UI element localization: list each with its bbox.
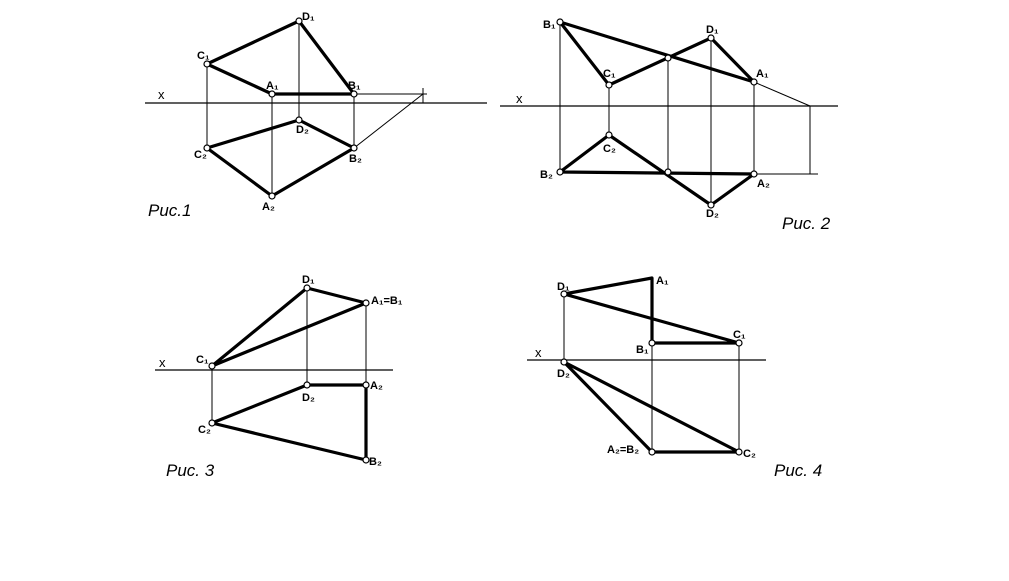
label-d2: D₂ — [302, 392, 315, 404]
x-axis-label: x — [158, 87, 165, 102]
point-d1 — [560, 290, 568, 298]
label-c2: C₂ — [743, 448, 756, 460]
caption: Рис. 3 — [166, 461, 215, 480]
point-d2 — [303, 381, 311, 389]
label-c1: C₁ — [197, 50, 210, 62]
point-d1 — [295, 17, 303, 25]
figure-2: x B₁ C₁ D₁ A₁ B₂ C₂ D₂ A₂ — [500, 18, 838, 233]
frontal-projection — [562, 276, 741, 345]
label-d2: D₂ — [557, 368, 570, 380]
point-a2 — [268, 192, 276, 200]
x-axis-label: x — [159, 355, 166, 370]
point-intersection-2 — [664, 168, 672, 176]
label-b2: B₂ — [349, 153, 362, 165]
frontal-projection — [558, 20, 756, 87]
point-b2 — [350, 144, 358, 152]
label-c1: C₁ — [603, 68, 616, 80]
projection-lines — [559, 22, 818, 205]
point-d2 — [295, 116, 303, 124]
label-c1: C₁ — [733, 329, 746, 341]
point-a1 — [268, 90, 276, 98]
point-b1 — [350, 90, 358, 98]
point-c1 — [203, 60, 211, 68]
label-b1: B₁ — [543, 19, 556, 31]
point-c1 — [208, 362, 216, 370]
point-d1 — [707, 34, 715, 42]
label-a1: A₁ — [656, 275, 669, 287]
point-b2 — [556, 168, 564, 176]
caption: Рис.1 — [148, 201, 191, 220]
label-d2: D₂ — [706, 208, 719, 220]
x-axis-label: x — [516, 91, 523, 106]
caption: Рис. 4 — [774, 461, 822, 480]
figure-1: x C₁ D₁ B₁ A₁ C₂ D₂ B₂ A₂ Ри — [145, 11, 487, 220]
point-a2 — [750, 170, 758, 178]
horizontal-projection — [205, 118, 356, 198]
label-b2: B₂ — [369, 456, 382, 468]
point-d2 — [560, 358, 568, 366]
caption: Рис. 2 — [782, 214, 831, 233]
label-c1: C₁ — [196, 354, 209, 366]
point-a1-b1 — [362, 299, 370, 307]
label-a1-b1: A₁=B₁ — [371, 295, 403, 307]
point-a2 — [362, 381, 370, 389]
label-c2: C₂ — [194, 149, 207, 161]
point-b1 — [556, 18, 564, 26]
projection-lines — [563, 294, 740, 452]
label-c2: C₂ — [603, 143, 616, 155]
label-d1: D₁ — [302, 11, 315, 23]
horizontal-projection — [562, 360, 741, 454]
label-a2: A₂ — [370, 380, 383, 392]
label-a1: A₁ — [756, 68, 769, 80]
point-d2 — [707, 201, 715, 209]
frontal-projection — [205, 19, 356, 96]
point-c1 — [735, 339, 743, 347]
point-d1 — [303, 284, 311, 292]
point-c1 — [605, 81, 613, 89]
frontal-projection — [210, 286, 368, 368]
label-d1: D₁ — [557, 281, 570, 293]
label-b1: B₁ — [348, 80, 361, 92]
projection-lines — [206, 21, 427, 196]
point-b1 — [648, 339, 656, 347]
horizontal-projection — [210, 383, 368, 462]
horizontal-projection — [558, 133, 756, 207]
label-a1: A₁ — [266, 80, 279, 92]
point-a1 — [750, 78, 758, 86]
point-intersection-1 — [664, 54, 672, 62]
point-a2-b2 — [648, 448, 656, 456]
figure-4: x D₁ A₁ B₁ C₁ D₂ A₂=B₂ C₂ Рис. 4 — [527, 275, 822, 480]
point-b2 — [362, 456, 370, 464]
label-b2: B₂ — [540, 169, 553, 181]
label-d2: D₂ — [296, 124, 309, 136]
point-c2 — [208, 419, 216, 427]
label-b1: B₁ — [636, 344, 649, 356]
label-a2: A₂ — [262, 201, 275, 213]
label-c2: C₂ — [198, 424, 211, 436]
point-c2 — [203, 144, 211, 152]
point-c2 — [605, 131, 613, 139]
label-d1: D₁ — [706, 24, 719, 36]
x-axis-label: x — [535, 345, 542, 360]
label-a2-b2: A₂=B₂ — [607, 444, 639, 456]
label-a2: A₂ — [757, 178, 770, 190]
point-c2 — [735, 448, 743, 456]
figure-3: x C₁ D₁ A₁=B₁ C₂ D₂ A₂ B₂ Рис. 3 — [155, 274, 403, 480]
label-d1: D₁ — [302, 274, 315, 286]
